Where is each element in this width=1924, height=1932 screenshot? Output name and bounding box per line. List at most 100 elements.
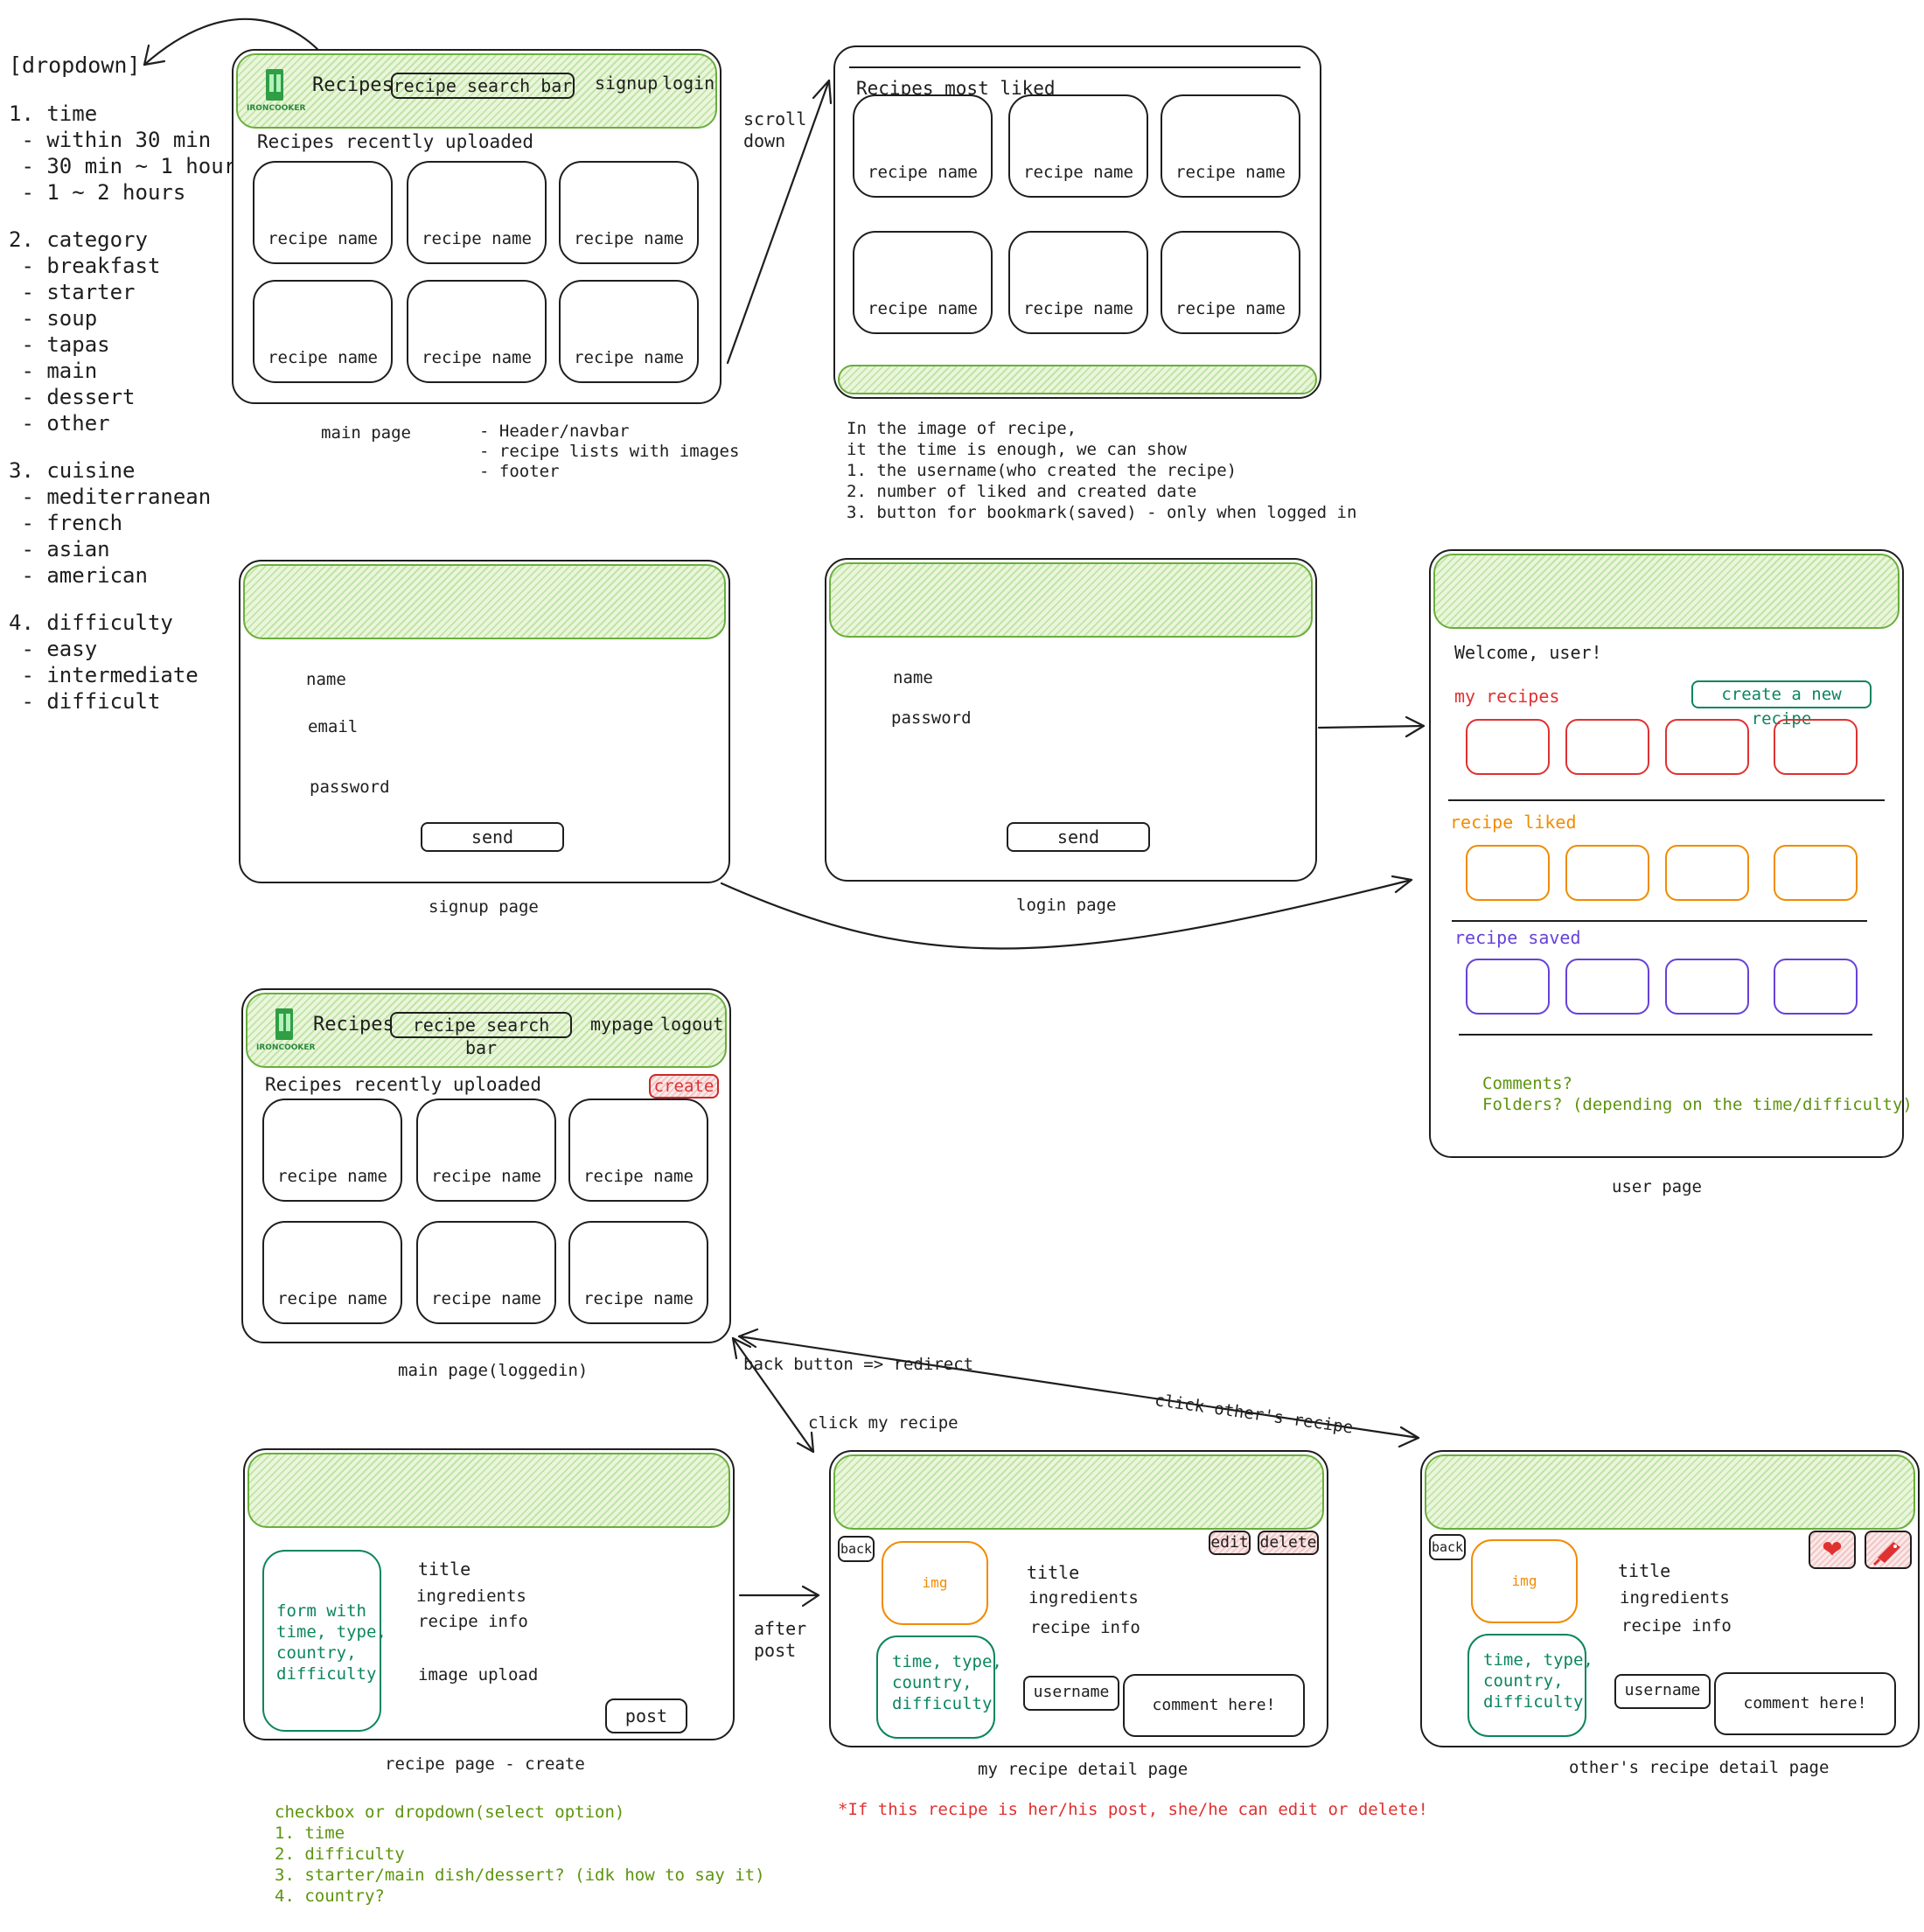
recipe-card[interactable]: recipe name: [1008, 94, 1148, 198]
note-line: 1. time: [275, 1824, 345, 1843]
recipe-card[interactable]: recipe name: [853, 94, 993, 198]
other-recipe-detail-frame: back ❤ img time, type,country,difficulty…: [1420, 1450, 1920, 1747]
recipe-image: img: [882, 1541, 988, 1625]
comment-input[interactable]: comment here!: [1123, 1674, 1305, 1737]
note-line: 4. country?: [275, 1887, 385, 1906]
recipe-name-label: recipe name: [431, 1167, 541, 1186]
recipe-thumbnail[interactable]: [1774, 719, 1858, 775]
navbar: IRONCOOKER Recipes recipe search bar sig…: [236, 53, 717, 129]
image-upload-field[interactable]: image upload: [418, 1665, 539, 1684]
recipe-card[interactable]: recipe name: [253, 280, 393, 383]
other-detail-caption: other's recipe detail page: [1569, 1758, 1830, 1777]
nav-login-link[interactable]: login: [662, 73, 715, 94]
top-divider: [849, 66, 1300, 68]
recipe-thumbnail[interactable]: [1565, 959, 1649, 1015]
nav-recipes-link[interactable]: Recipes: [313, 1014, 394, 1036]
recipe-card[interactable]: recipe name: [262, 1099, 402, 1202]
edit-delete-note: *If this recipe is her/his post, she/he …: [838, 1800, 1428, 1819]
recipe-name-label: recipe name: [574, 229, 684, 248]
recipe-card[interactable]: recipe name: [262, 1221, 402, 1324]
recipe-card[interactable]: recipe name: [559, 161, 699, 264]
create-page-notes: checkbox or dropdown(select option)1. ti…: [275, 1802, 765, 1907]
note-line: In the image of recipe,: [847, 419, 1077, 438]
recipe-name-label: recipe name: [277, 1167, 387, 1186]
label-line: post: [754, 1640, 797, 1661]
back-button[interactable]: back: [1429, 1534, 1466, 1560]
meta-line: time, type,: [1483, 1650, 1593, 1670]
ironcooker-logo[interactable]: IRONCOOKER: [256, 1007, 315, 1064]
recipe-thumbnail[interactable]: [1665, 719, 1749, 775]
bookmark-button[interactable]: [1865, 1531, 1912, 1569]
send-button[interactable]: send: [421, 822, 564, 852]
back-button[interactable]: back: [838, 1536, 875, 1562]
dropdown-line: 4. difficulty: [9, 610, 173, 635]
recipe-card[interactable]: recipe name: [1161, 94, 1300, 198]
recipe-thumbnail[interactable]: [1565, 719, 1649, 775]
navbar: [833, 1454, 1324, 1530]
recipe-thumbnail[interactable]: [1774, 845, 1858, 901]
recipe-saved-heading: recipe saved: [1454, 927, 1581, 948]
post-button[interactable]: post: [605, 1698, 687, 1733]
navbar: [247, 1453, 730, 1528]
user-page-frame: Welcome, user! my recipes create a new r…: [1429, 549, 1913, 1158]
recipe-card[interactable]: recipe name: [853, 231, 993, 334]
recipe-thumbnail[interactable]: [1466, 719, 1550, 775]
create-new-recipe-button[interactable]: create a new recipe: [1691, 680, 1872, 729]
like-button[interactable]: ❤: [1809, 1531, 1856, 1569]
recipe-card[interactable]: recipe name: [416, 1099, 556, 1202]
recipe-search-bar[interactable]: recipe search bar: [391, 73, 575, 99]
recipe-card[interactable]: recipe name: [416, 1221, 556, 1324]
create-page-caption: recipe page - create: [385, 1754, 585, 1774]
recipe-card[interactable]: recipe name: [568, 1099, 708, 1202]
my-detail-caption: my recipe detail page: [978, 1760, 1189, 1779]
dropdown-line: - asian: [9, 537, 110, 561]
recipe-card[interactable]: recipe name: [1008, 231, 1148, 334]
navbar: [829, 562, 1313, 638]
dropdown-line: - starter: [9, 280, 136, 304]
dropdown-line: 2. category: [9, 227, 148, 252]
dropdown-line: - easy: [9, 637, 98, 661]
recipe-liked-heading: recipe liked: [1450, 812, 1577, 833]
password-field-label: password: [891, 708, 972, 728]
recipe-card[interactable]: recipe name: [568, 1221, 708, 1324]
create-button[interactable]: create: [649, 1074, 719, 1099]
recipe-thumbnail[interactable]: [1466, 959, 1550, 1015]
delete-button[interactable]: delete: [1258, 1531, 1319, 1555]
recipe-card[interactable]: recipe name: [253, 161, 393, 264]
dropdown-line: [9, 436, 236, 457]
img-label: img: [1511, 1573, 1537, 1589]
recipe-thumbnail[interactable]: [1665, 845, 1749, 901]
recipe-name-label: recipe name: [277, 1289, 387, 1308]
recipe-thumbnail[interactable]: [1565, 845, 1649, 901]
nav-logout-link[interactable]: logout: [660, 1014, 724, 1035]
dropdown-line: - tapas: [9, 332, 110, 357]
comment-input[interactable]: comment here!: [1714, 1672, 1896, 1735]
recipe-thumbnail[interactable]: [1774, 959, 1858, 1015]
recipe-card[interactable]: recipe name: [407, 161, 547, 264]
main-page-notes: - Header/navbar- recipe lists with image…: [479, 422, 739, 482]
recipe-search-bar[interactable]: recipe search bar: [390, 1012, 572, 1058]
edit-button[interactable]: edit: [1209, 1531, 1251, 1555]
recipe-card[interactable]: recipe name: [559, 280, 699, 383]
dropdown-line: 1. time: [9, 101, 98, 126]
main-page-caption: main page: [321, 423, 411, 443]
username-label[interactable]: username: [1023, 1676, 1119, 1711]
username-label[interactable]: username: [1614, 1674, 1711, 1709]
nav-mypage-link[interactable]: mypage: [590, 1014, 654, 1035]
send-button[interactable]: send: [1007, 822, 1150, 852]
recipe-thumbnail[interactable]: [1665, 959, 1749, 1015]
nav-recipes-link[interactable]: Recipes: [312, 74, 394, 96]
ironcooker-logo[interactable]: IRONCOOKER: [247, 67, 305, 125]
note-line: it the time is enough, we can show: [847, 440, 1187, 459]
recipe-card[interactable]: recipe name: [407, 280, 547, 383]
recipe-card[interactable]: recipe name: [1161, 231, 1300, 334]
comments-note: Comments?: [1482, 1074, 1572, 1093]
meta-line: difficulty: [1483, 1692, 1584, 1712]
nav-signup-link[interactable]: signup: [595, 73, 659, 94]
recipe-thumbnail[interactable]: [1466, 845, 1550, 901]
main-page-frame: IRONCOOKER Recipes recipe search bar sig…: [232, 49, 722, 404]
login-page-caption: login page: [1016, 896, 1117, 915]
dropdown-line: - american: [9, 563, 148, 588]
